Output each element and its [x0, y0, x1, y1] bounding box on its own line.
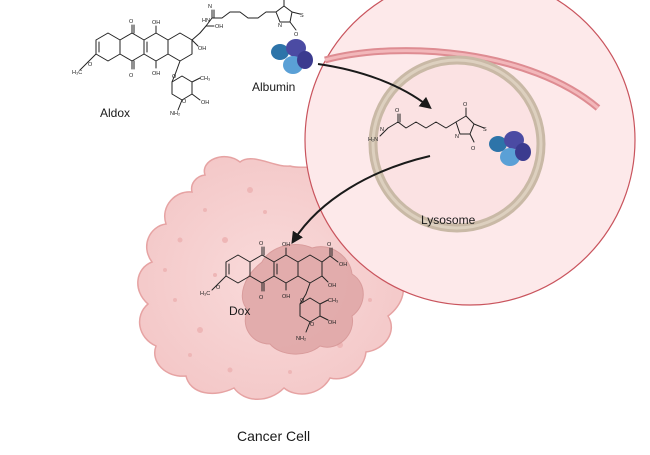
- svg-text:N: N: [455, 134, 459, 140]
- svg-text:S: S: [483, 127, 487, 133]
- lysosome: [368, 55, 546, 233]
- svg-text:O: O: [259, 295, 264, 301]
- svg-text:O: O: [327, 242, 332, 248]
- svg-text:O: O: [463, 102, 468, 108]
- svg-text:OH: OH: [152, 20, 160, 26]
- arrow-to-cell: [291, 155, 431, 245]
- svg-text:OH: OH: [282, 294, 290, 300]
- svg-text:S: S: [300, 13, 304, 19]
- aldox-molecule: O O OH OH H₃C O OH OH O O NH₂ OH CH₃ N H…: [72, 0, 304, 117]
- svg-text:HN: HN: [202, 18, 210, 24]
- albumin-protein: [271, 39, 313, 74]
- label-dox: Dox: [229, 304, 250, 318]
- svg-text:OH: OH: [201, 100, 209, 106]
- svg-text:NH₂: NH₂: [170, 111, 180, 117]
- svg-text:OH: OH: [152, 71, 160, 77]
- svg-text:OH: OH: [198, 46, 206, 52]
- svg-text:N: N: [380, 127, 384, 133]
- svg-text:O: O: [259, 241, 264, 247]
- svg-text:OH: OH: [328, 283, 336, 289]
- albumin-protein-lysosome: [489, 131, 531, 166]
- svg-text:O: O: [172, 74, 177, 80]
- svg-text:O: O: [395, 108, 400, 114]
- zoom-inset: [304, 0, 636, 306]
- svg-text:CH₃: CH₃: [328, 298, 338, 304]
- svg-text:O: O: [88, 62, 93, 68]
- svg-text:N: N: [208, 4, 212, 10]
- svg-text:O: O: [294, 32, 299, 38]
- svg-text:H₃C: H₃C: [200, 291, 210, 297]
- svg-text:OH: OH: [328, 320, 336, 326]
- svg-text:O: O: [471, 146, 476, 152]
- svg-text:O: O: [216, 285, 221, 291]
- svg-text:O: O: [310, 322, 315, 328]
- label-cancer-cell: Cancer Cell: [237, 428, 310, 444]
- svg-text:CH₃: CH₃: [200, 76, 210, 82]
- label-albumin: Albumin: [252, 80, 295, 94]
- dox-molecule: O O OH OH H₃C O O OH OH O O NH₂ OH CH₃: [200, 241, 347, 342]
- label-lysosome: Lysosome: [421, 213, 476, 227]
- svg-text:N: N: [278, 23, 282, 29]
- label-aldox: Aldox: [100, 106, 130, 120]
- arrow-to-lysosome: [317, 63, 432, 109]
- aldox-linker-in-lysosome: O H₂N N N O O S: [368, 102, 487, 152]
- svg-text:O: O: [300, 298, 305, 304]
- svg-text:O: O: [129, 73, 134, 79]
- svg-text:OH: OH: [282, 242, 290, 248]
- svg-text:H₂N: H₂N: [368, 137, 378, 143]
- svg-text:O: O: [129, 19, 134, 25]
- svg-text:O: O: [281, 0, 286, 2]
- svg-text:OH: OH: [339, 262, 347, 268]
- svg-text:NH₂: NH₂: [296, 336, 306, 342]
- cytoplasm-speckles: [163, 187, 382, 374]
- svg-text:O: O: [182, 99, 187, 105]
- svg-text:OH: OH: [215, 24, 223, 30]
- svg-text:H₃C: H₃C: [72, 70, 82, 76]
